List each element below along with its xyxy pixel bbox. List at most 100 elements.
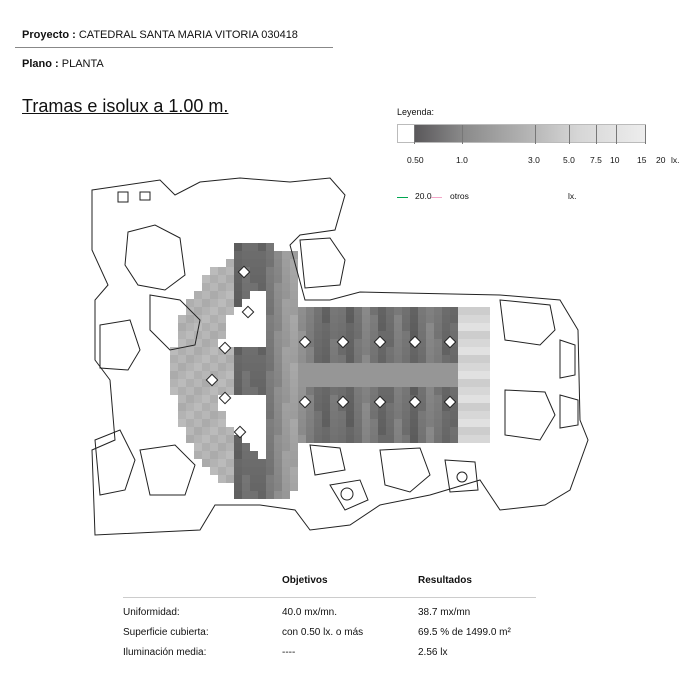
isoline-other: otros — [450, 191, 469, 201]
illuminance-cell — [354, 347, 362, 355]
illuminance-cell — [266, 339, 274, 347]
illuminance-cell — [306, 419, 314, 427]
illuminance-cell — [202, 315, 210, 323]
illuminance-cell — [306, 371, 314, 379]
illuminance-cell — [426, 323, 434, 331]
illuminance-cell — [314, 387, 322, 395]
illuminance-cell — [170, 387, 178, 395]
illuminance-cell — [442, 411, 450, 419]
illuminance-cell — [362, 339, 370, 347]
illuminance-cell — [474, 411, 482, 419]
illuminance-cell — [450, 331, 458, 339]
illuminance-cell — [370, 339, 378, 347]
illuminance-cell — [482, 307, 490, 315]
illuminance-cell — [394, 323, 402, 331]
illuminance-cell — [290, 387, 298, 395]
illuminance-cell — [346, 315, 354, 323]
illuminance-cell — [250, 491, 258, 499]
illuminance-cell — [370, 427, 378, 435]
illuminance-cell — [194, 443, 202, 451]
illuminance-cell — [266, 451, 274, 459]
illuminance-cell — [330, 331, 338, 339]
illuminance-cell — [258, 387, 266, 395]
illuminance-cell — [266, 259, 274, 267]
illuminance-cell — [178, 419, 186, 427]
illuminance-cell — [338, 307, 346, 315]
illuminance-cell — [210, 291, 218, 299]
illuminance-cell — [250, 243, 258, 251]
illuminance-cell — [282, 475, 290, 483]
illuminance-cell — [266, 483, 274, 491]
row-label: Uniformidad: — [123, 607, 180, 618]
illuminance-cell — [346, 395, 354, 403]
illuminance-cell — [426, 331, 434, 339]
illuminance-cell — [234, 259, 242, 267]
illuminance-cell — [226, 467, 234, 475]
illuminance-cell — [434, 411, 442, 419]
illuminance-cell — [218, 467, 226, 475]
illuminance-cell — [258, 275, 266, 283]
illuminance-cell — [290, 443, 298, 451]
illuminance-cell — [226, 307, 234, 315]
illuminance-cell — [450, 395, 458, 403]
illuminance-cell — [258, 379, 266, 387]
illuminance-cell — [410, 355, 418, 363]
illuminance-cell — [402, 427, 410, 435]
illuminance-cell — [298, 331, 306, 339]
illuminance-cell — [234, 371, 242, 379]
illuminance-cell — [194, 403, 202, 411]
illuminance-cell — [370, 435, 378, 443]
illuminance-cell — [266, 347, 274, 355]
illuminance-cell — [434, 435, 442, 443]
illuminance-cell — [418, 411, 426, 419]
illuminance-cell — [226, 267, 234, 275]
illuminance-cell — [234, 347, 242, 355]
illuminance-cell — [298, 379, 306, 387]
illuminance-cell — [226, 363, 234, 371]
illuminance-cell — [282, 331, 290, 339]
illuminance-cell — [426, 339, 434, 347]
illuminance-cell — [450, 323, 458, 331]
illuminance-cell — [234, 459, 242, 467]
illuminance-cell — [210, 363, 218, 371]
illuminance-cell — [234, 363, 242, 371]
objectives-header: Objetivos — [282, 575, 328, 586]
illuminance-cell — [266, 267, 274, 275]
illuminance-cell — [458, 331, 466, 339]
illuminance-cell — [290, 259, 298, 267]
illuminance-cell — [306, 323, 314, 331]
illuminance-cell — [418, 307, 426, 315]
illuminance-cell — [450, 435, 458, 443]
illuminance-cell — [234, 379, 242, 387]
illuminance-cell — [314, 363, 322, 371]
illuminance-cell — [186, 387, 194, 395]
illuminance-cell — [274, 275, 282, 283]
illuminance-cell — [226, 275, 234, 283]
illuminance-cell — [362, 323, 370, 331]
illuminance-cell — [250, 451, 258, 459]
illuminance-cell — [242, 251, 250, 259]
illuminance-cell — [306, 307, 314, 315]
illuminance-cell — [266, 331, 274, 339]
illuminance-cell — [410, 347, 418, 355]
illuminance-cell — [234, 251, 242, 259]
illuminance-cell — [234, 283, 242, 291]
illuminance-cell — [362, 379, 370, 387]
illuminance-cell — [210, 323, 218, 331]
illuminance-cell — [290, 315, 298, 323]
illuminance-cell — [370, 363, 378, 371]
illuminance-cell — [266, 283, 274, 291]
illuminance-cell — [410, 315, 418, 323]
illuminance-cell — [418, 347, 426, 355]
illuminance-cell — [266, 379, 274, 387]
illuminance-cell — [402, 403, 410, 411]
illuminance-cell — [170, 371, 178, 379]
illuminance-cell — [290, 347, 298, 355]
illuminance-cell — [474, 387, 482, 395]
illuminance-cell — [250, 283, 258, 291]
illuminance-cell — [282, 347, 290, 355]
illuminance-cell — [226, 435, 234, 443]
illuminance-cell — [466, 355, 474, 363]
illuminance-cell — [458, 435, 466, 443]
